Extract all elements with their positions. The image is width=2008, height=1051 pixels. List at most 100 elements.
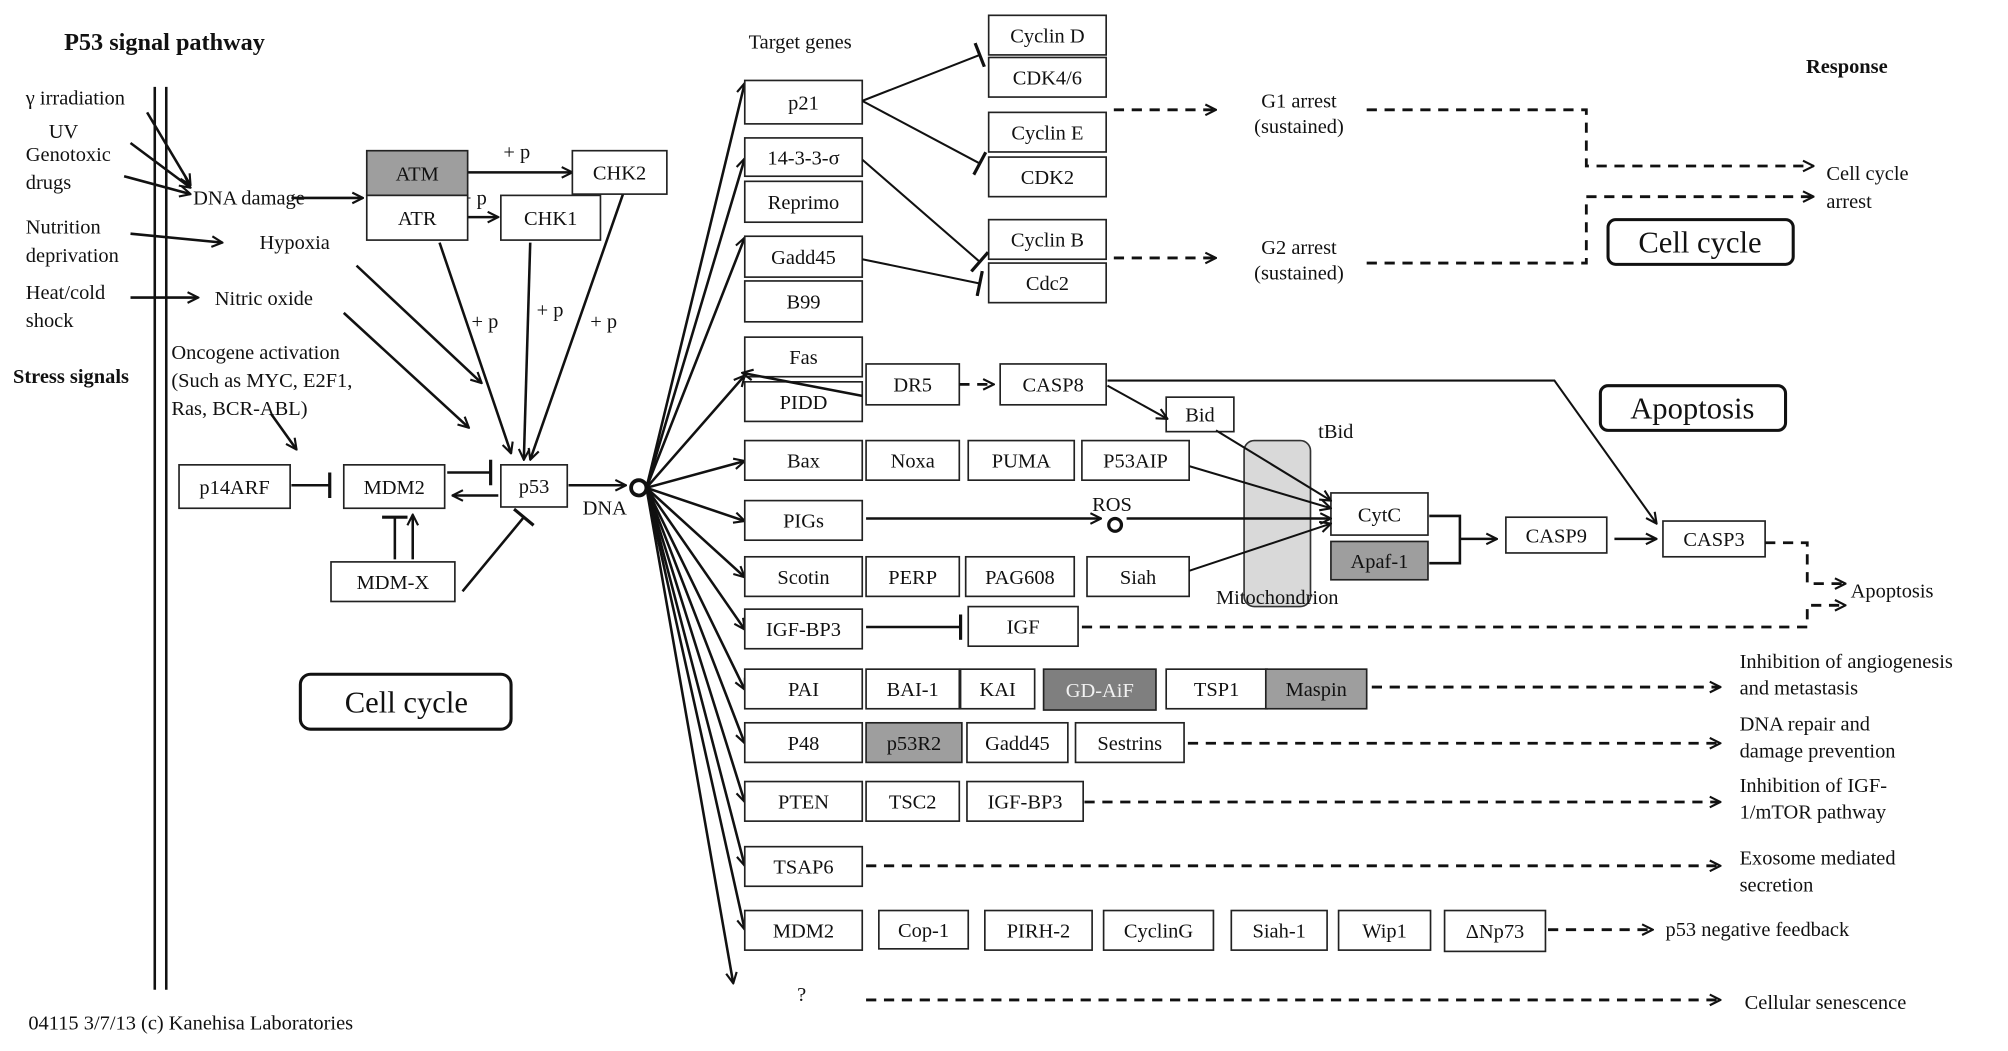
section-cell-cycle-right[interactable]: Cell cycle	[1606, 218, 1795, 266]
gene-node-box	[987, 14, 1107, 56]
gene-node-p21[interactable]: p21	[743, 79, 864, 125]
gene-node-box	[743, 280, 864, 323]
gene-node-siah[interactable]: Siah	[1086, 555, 1191, 598]
gene-node-label: IGF-BP3	[766, 619, 841, 641]
gene-node-kai[interactable]: KAI	[959, 668, 1036, 710]
dna-fanout-edges	[645, 83, 744, 983]
gene-node-label: Bax	[787, 451, 820, 473]
gene-node-chk1[interactable]: CHK1	[500, 194, 602, 241]
gene-node-p48[interactable]: P48	[743, 721, 864, 764]
section-cell-cycle-left[interactable]: Cell cycle	[298, 672, 513, 731]
gene-node-perp[interactable]: PERP	[865, 555, 961, 598]
gene-node-cyclind[interactable]: Cyclin D	[987, 14, 1107, 56]
gene-node-mdmx[interactable]: MDM-X	[330, 561, 456, 603]
gene-node-casp3[interactable]: CASP3	[1662, 520, 1766, 558]
gene-node-pigs[interactable]: PIGs	[743, 499, 864, 542]
gene-node-igfbp3a[interactable]: IGF-BP3	[743, 608, 864, 650]
section-cell-cycle-left-label: Cell cycle	[345, 685, 468, 719]
hypoxia-label: Hypoxia	[259, 232, 329, 254]
response-angiogenesis-1: Inhibition of angiogenesis	[1740, 651, 1953, 673]
gene-node-box	[1330, 492, 1429, 536]
gene-node-dr5[interactable]: DR5	[865, 363, 961, 406]
gene-node-cytc[interactable]: CytC	[1330, 492, 1429, 536]
gene-node-wip1[interactable]: Wip1	[1337, 909, 1432, 951]
gene-node-igfbp3b[interactable]: IGF-BP3	[966, 780, 1085, 822]
dna-fan-arrow	[645, 83, 744, 489]
gene-node-box	[1165, 668, 1268, 710]
gene-node-bax[interactable]: Bax	[743, 439, 864, 481]
gene-node-puma[interactable]: PUMA	[967, 439, 1076, 481]
section-apoptosis[interactable]: Apoptosis	[1598, 384, 1788, 432]
gene-node-cycline[interactable]: Cyclin E	[987, 111, 1107, 153]
gene-node-label: p53	[519, 476, 550, 498]
gene-node-sestrins[interactable]: Sestrins	[1074, 721, 1185, 764]
gene-node-scotin[interactable]: Scotin	[743, 555, 864, 598]
gene-node-p53aip[interactable]: P53AIP	[1081, 439, 1191, 481]
gene-node-tsc2[interactable]: TSC2	[865, 780, 961, 822]
gene-node-maspin[interactable]: Maspin	[1264, 668, 1368, 710]
gene-node-label: Bid	[1185, 405, 1215, 427]
gene-node-p53[interactable]: p53	[500, 464, 569, 508]
gene-node-label: MDM-X	[357, 572, 430, 594]
gene-node-fas[interactable]: Fas	[743, 336, 864, 378]
gene-node-cycling[interactable]: CyclinG	[1102, 909, 1215, 951]
gene-node-cop1[interactable]: Cop-1	[878, 909, 970, 950]
gene-node-igf[interactable]: IGF	[967, 605, 1079, 648]
gene-node-box	[743, 555, 864, 598]
gene-node-pag608[interactable]: PAG608	[964, 555, 1076, 598]
gene-node-siah1[interactable]: Siah-1	[1230, 909, 1328, 951]
gene-node-tsap6[interactable]: TSAP6	[743, 845, 864, 888]
gene-node-p53r2[interactable]: p53R2	[865, 721, 963, 764]
dna-fan-arrow	[645, 487, 744, 630]
gene-node-cyclinb[interactable]: Cyclin B	[987, 218, 1107, 261]
gene-node-box	[1042, 668, 1157, 711]
gene-node-label: CASP9	[1526, 525, 1587, 547]
gene-node-pidd[interactable]: PIDD	[743, 381, 864, 423]
gene-node-label: PIGs	[783, 511, 824, 533]
gene-node-box	[865, 363, 961, 406]
gene-node-pten[interactable]: PTEN	[743, 780, 864, 822]
gene-node-cdk46[interactable]: CDK4/6	[987, 56, 1107, 98]
gene-node-casp8[interactable]: CASP8	[999, 363, 1107, 406]
dna-fan-arrow	[646, 461, 744, 490]
gene-node-mdm2b[interactable]: MDM2	[743, 909, 864, 951]
response-senescence: Cellular senescence	[1745, 992, 1907, 1014]
response-exosome-1: Exosome mediated	[1740, 848, 1896, 870]
gene-node-box	[330, 561, 456, 603]
gene-node-casp9[interactable]: CASP9	[1505, 516, 1608, 554]
gene-node-cdk2[interactable]: CDK2	[987, 156, 1107, 198]
gene-node-mdm2[interactable]: MDM2	[342, 464, 446, 510]
gene-node-apaf1[interactable]: Apaf-1	[1330, 540, 1429, 581]
gene-node-gdaif[interactable]: GD-AiF	[1042, 668, 1157, 711]
gene-node-atm[interactable]: ATM	[365, 149, 469, 197]
gene-node-cdc2[interactable]: Cdc2	[987, 262, 1107, 304]
gene-node-pirh2[interactable]: PIRH-2	[984, 909, 1093, 951]
gene-node-box	[1086, 555, 1191, 598]
gene-node-reprimo[interactable]: Reprimo	[743, 180, 864, 224]
gene-node-box	[342, 464, 446, 510]
gene-node-chk2[interactable]: CHK2	[571, 149, 668, 195]
gene-node-p14arf[interactable]: p14ARF	[178, 464, 291, 510]
gene-node-box	[865, 439, 961, 481]
gene-node-noxa[interactable]: Noxa	[865, 439, 961, 481]
gene-node-box	[865, 780, 961, 822]
gene-node-atr[interactable]: ATR	[365, 194, 469, 241]
gene-node-dnp73[interactable]: ΔNp73	[1443, 909, 1547, 953]
gene-node-s1433[interactable]: 14-3-3-σ	[743, 137, 864, 178]
response-edges	[866, 687, 1720, 1000]
gene-node-label: TSP1	[1194, 679, 1239, 701]
gene-node-pai[interactable]: PAI	[743, 668, 864, 710]
gene-node-label: Wip1	[1362, 921, 1407, 943]
gene-node-b99[interactable]: B99	[743, 280, 864, 323]
gene-node-tsp1[interactable]: TSP1	[1165, 668, 1268, 710]
gene-node-bid[interactable]: Bid	[1165, 396, 1235, 433]
gene-node-box	[743, 668, 864, 710]
gene-node-gadd45a[interactable]: Gadd45	[743, 235, 864, 278]
gene-node-gadd45b[interactable]: Gadd45	[966, 721, 1069, 764]
gene-node-box	[1230, 909, 1328, 951]
gene-node-bai1[interactable]: BAI-1	[865, 668, 961, 710]
gene-node-label: CytC	[1358, 504, 1401, 526]
gene-node-box	[1264, 668, 1368, 710]
gene-node-box	[1337, 909, 1432, 951]
gene-node-box	[1443, 909, 1547, 953]
